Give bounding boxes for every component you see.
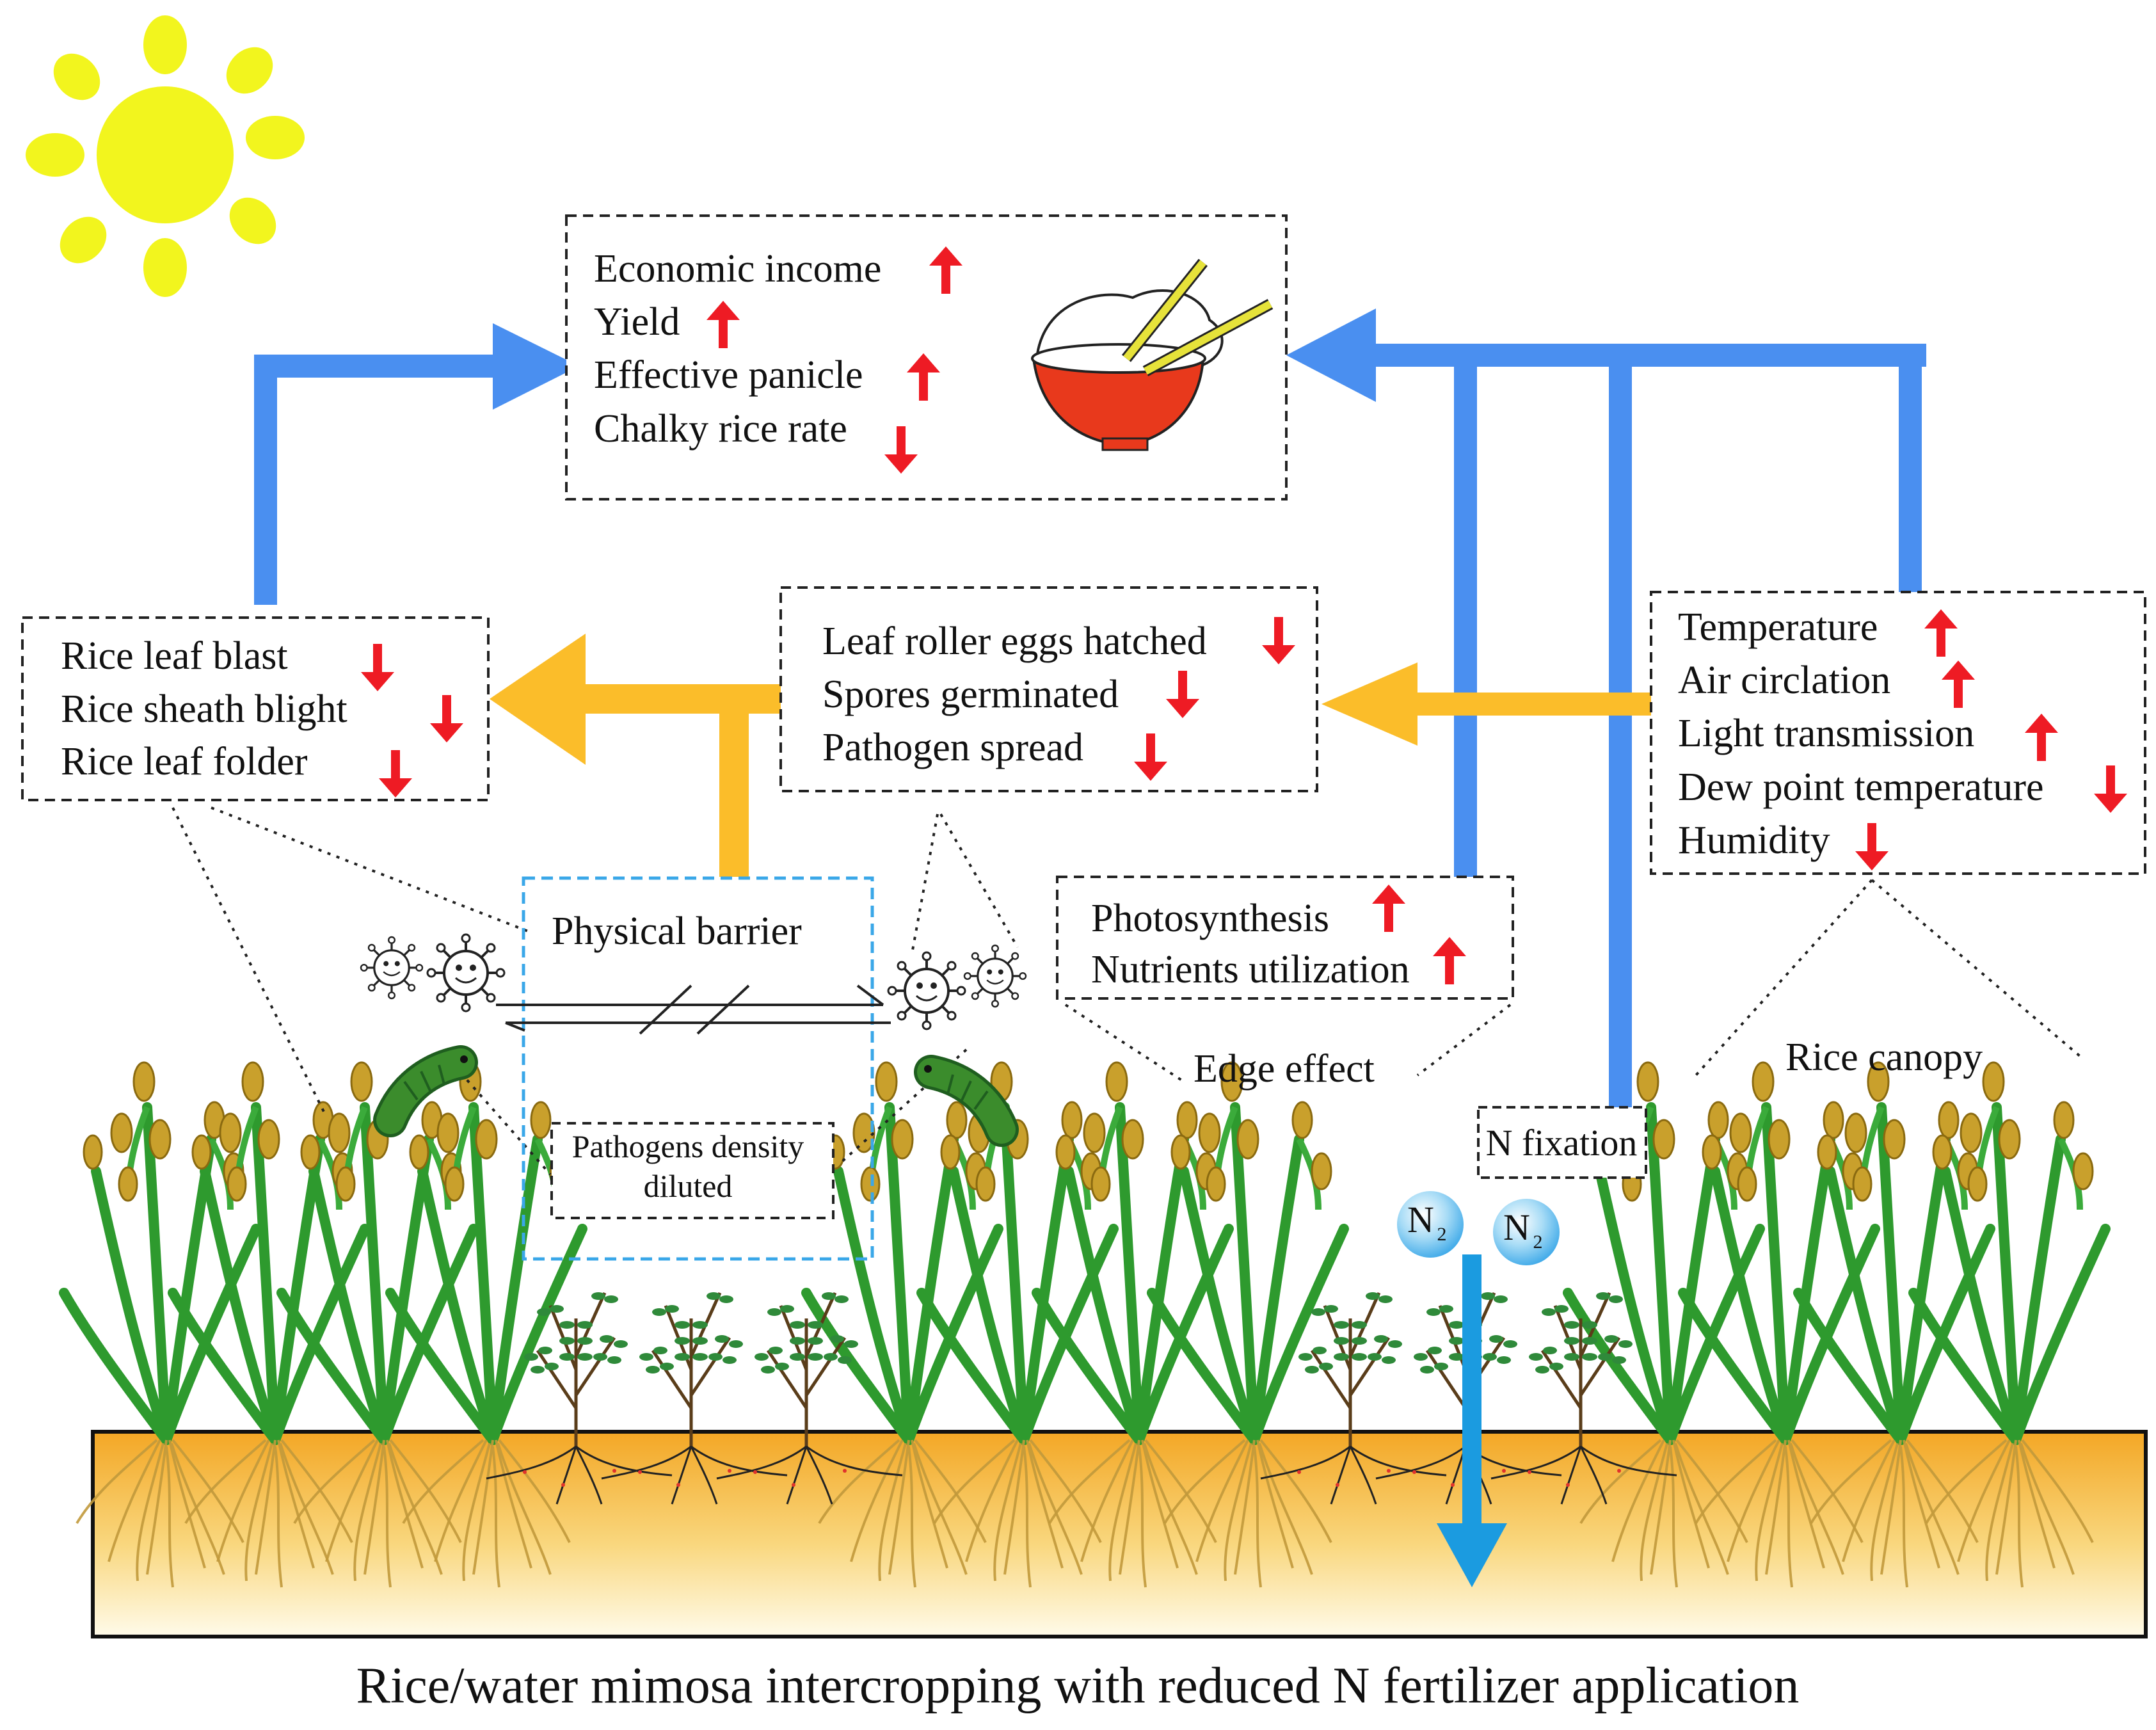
barrier-inner-line2: diluted [644,1168,733,1204]
n2-molecule-text: N [1407,1199,1434,1240]
yellow-arrow-right [1322,662,1651,746]
caterpillar-icon [390,1055,1002,1130]
barrier-title: Physical barrier [552,909,802,953]
n2-molecule-text: N [1503,1206,1530,1248]
canopy-box: Temperature Air circlation Light transmi… [1650,591,2146,875]
canopy-label: Air circlation [1678,659,1890,702]
edge-effect-title: Edge effect [1194,1047,1375,1091]
disease-label: Rice leaf blast [61,634,288,678]
disease-label: Rice leaf folder [61,740,308,783]
soil-strip [91,1430,2148,1638]
n2-molecule-icon: N 2 [1397,1191,1464,1258]
physical-barrier-box: Physical barrier Pathogens density dilut… [522,876,874,1261]
barrier-lines [496,984,891,1035]
n-fixation-label: N fixation [1486,1122,1638,1164]
canopy-label: Dew point temperature [1678,765,2044,809]
n2-molecule-subscript: 2 [1533,1231,1543,1253]
n2-down-arrow [1437,1254,1507,1587]
sun-icon [26,15,305,297]
edge-effect-label: Nutrients utilization [1091,948,1410,991]
figure-caption: Rice/water mimosa intercropping with red… [356,1658,1800,1714]
pathogen-effect-label: Spores germinated [822,673,1119,716]
canopy-label: Temperature [1678,605,1878,649]
canopy-label: Light transmission [1678,712,1974,755]
dotted-connectors [172,806,2081,1176]
pathogen-effect-label: Pathogen spread [822,726,1083,769]
disease-label: Rice sheath blight [61,687,347,731]
edge-effect-box: Photosynthesis Nutrients utilization [1056,876,1514,1000]
blue-arrow-left [254,323,579,605]
blue-arrow-right [1286,308,1926,1112]
rice-canopy-title: Rice canopy [1785,1036,1983,1079]
outcome-label: Effective panicle [594,353,863,397]
yellow-arrow-left [490,634,781,877]
edge-effect-label: Photosynthesis [1091,897,1329,940]
barrier-inner-line1: Pathogens density [572,1128,804,1164]
outcome-label: Yield [594,300,680,344]
outcome-label: Chalky rice rate [594,407,847,451]
canopy-label: Humidity [1678,819,1830,862]
pathogen-effect-label: Leaf roller eggs hatched [822,620,1207,663]
pathogen-effects-box: Leaf roller eggs hatched Spores germinat… [779,586,1318,792]
n2-molecule-subscript: 2 [1437,1224,1447,1245]
n-fixation-box: N fixation [1477,1106,1647,1179]
rice-bowl-icon [1031,259,1274,451]
n2-molecule-icon: N 2 [1493,1199,1560,1265]
outcome-label: Economic income [594,247,881,291]
diseases-box: Rice leaf blast Rice sheath blight Rice … [21,616,490,800]
